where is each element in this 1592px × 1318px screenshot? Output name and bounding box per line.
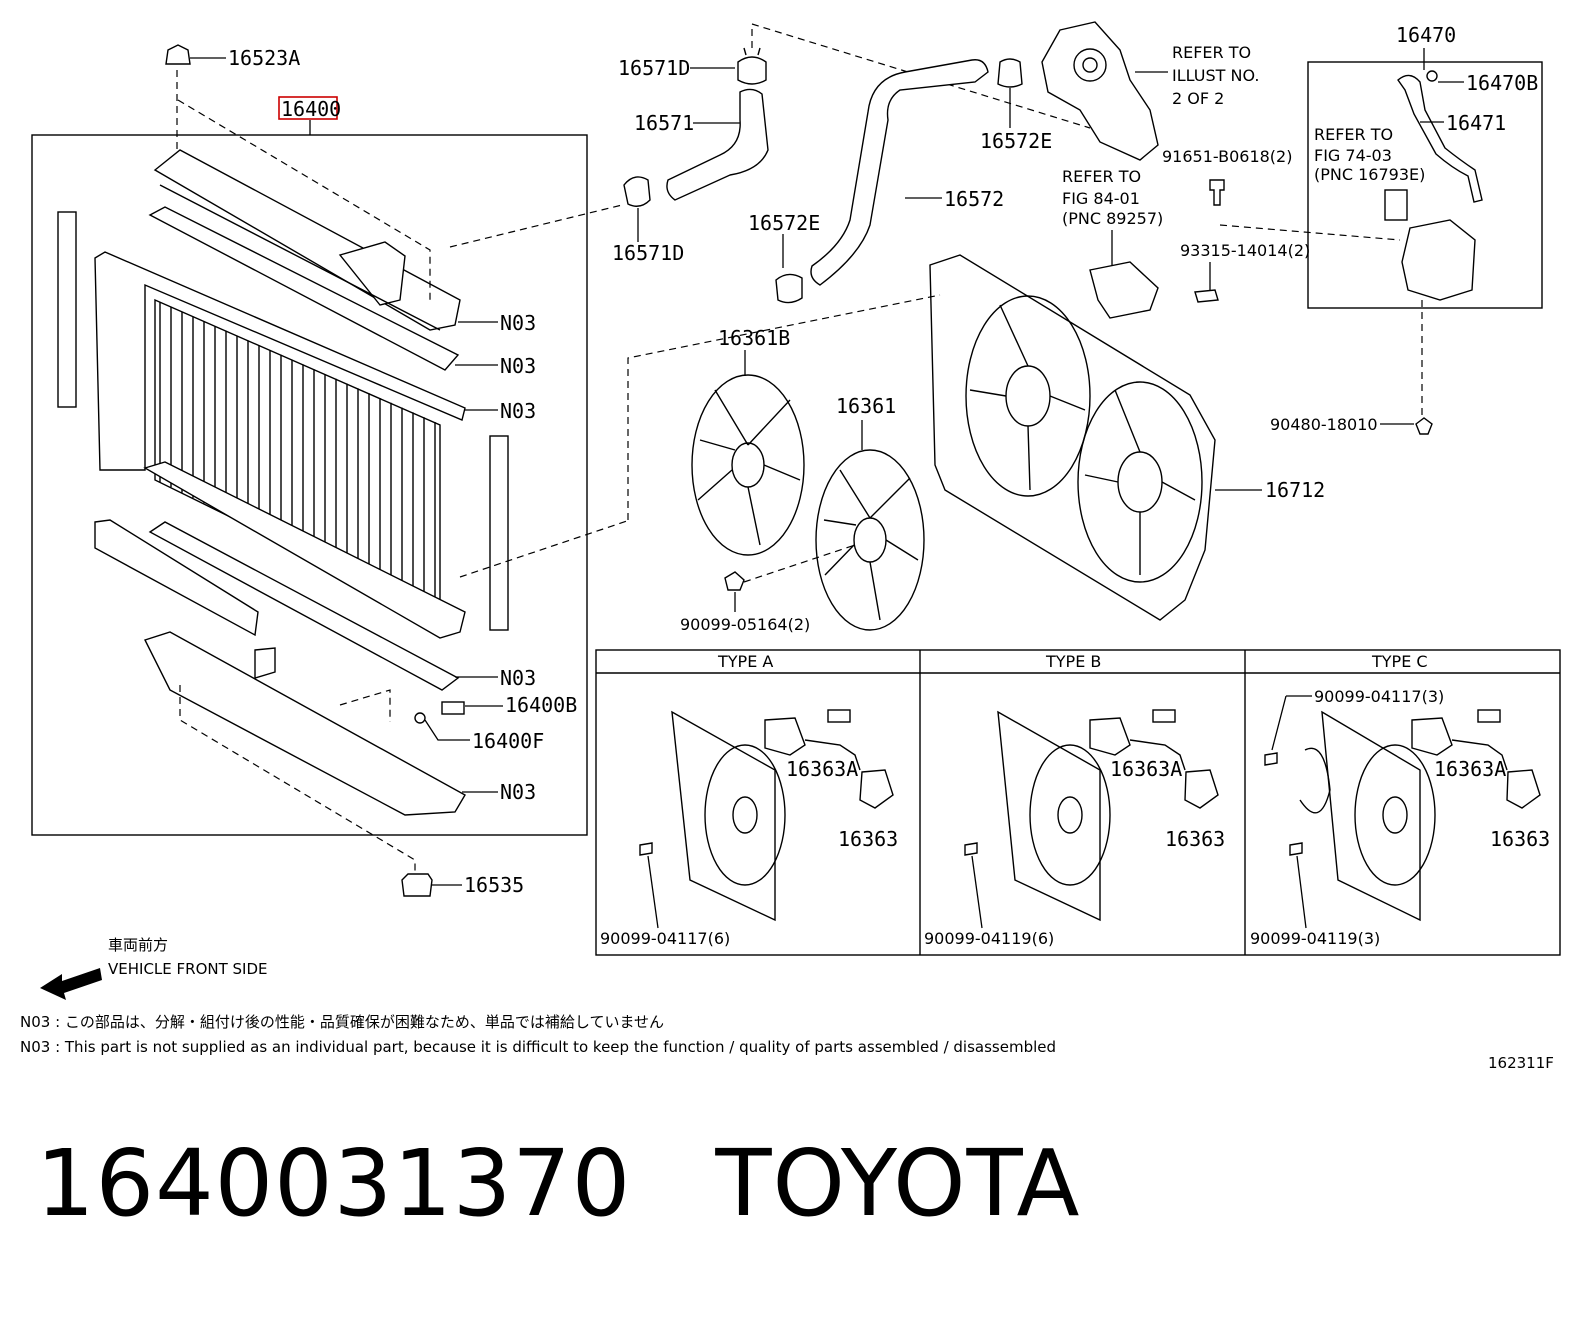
type-b-label-motor-a: 16363A (1110, 757, 1182, 781)
label-16571D-bot: 16571D (612, 241, 684, 265)
front-arrow-icon (40, 968, 102, 1000)
label-16471: 16471 (1446, 111, 1506, 135)
label-16470: 16470 (1396, 23, 1456, 47)
reservoir-cap-16470B (1426, 70, 1438, 82)
hose-clamp-bottom (623, 176, 651, 207)
front-side-en: VEHICLE FRONT SIDE (108, 960, 268, 978)
label-16400B: 16400B (505, 693, 577, 717)
label-16400F: 16400F (472, 729, 544, 753)
type-b-illustration (964, 709, 1219, 922)
fan-nut-90099-05164 (724, 571, 745, 591)
ref-fig84-line3: (PNC 89257) (1062, 209, 1163, 228)
ref-fig74-line2: FIG 74-03 (1314, 146, 1392, 165)
grommet-90480 (1415, 417, 1433, 435)
reservoir-label-plate (1384, 189, 1408, 221)
type-c-title: TYPE C (1371, 652, 1428, 671)
label-n03-2: N03 (500, 354, 536, 378)
type-a-title: TYPE A (717, 652, 773, 671)
label-16571D-top: 16571D (618, 56, 690, 80)
label-16470B: 16470B (1466, 71, 1538, 95)
type-a-label-motor: 16363 (838, 827, 898, 851)
ref-illust-line3: 2 OF 2 (1172, 89, 1224, 108)
label-n03-5: N03 (500, 780, 536, 804)
lower-seal-strip (94, 519, 259, 637)
label-16535: 16535 (464, 873, 524, 897)
drain-cock (414, 701, 465, 724)
ref-illust-line1: REFER TO (1172, 43, 1251, 62)
label-16712: 16712 (1265, 478, 1325, 502)
note-en: N03 : This part is not supplied as an in… (20, 1038, 1056, 1056)
reservoir-box (1307, 61, 1543, 309)
label-91651: 91651-B0618(2) (1162, 147, 1292, 166)
upper-cushion-16523A (165, 44, 191, 65)
reservoir-hose-16471 (1397, 74, 1483, 203)
caption-brand: TOYOTA (715, 1130, 1081, 1237)
gasket-upper (148, 206, 460, 371)
hose-clamp-16572E-top (997, 58, 1023, 88)
label-n03-4: N03 (500, 666, 536, 690)
lower-cushion-16535 (401, 873, 433, 897)
type-b-title: TYPE B (1045, 652, 1101, 671)
bolt-91651 (1209, 179, 1225, 206)
fan-16361 (815, 449, 925, 631)
coolant-reservoir-tank (1401, 219, 1476, 301)
type-c-label-motor-a: 16363A (1434, 757, 1506, 781)
label-16572E-top: 16572E (980, 129, 1052, 153)
highlight-box-16400 (278, 96, 338, 120)
type-panels (595, 649, 1561, 956)
label-16361: 16361 (836, 394, 896, 418)
ref-fig84-line1: REFER TO (1062, 167, 1141, 186)
radiator-core (94, 251, 466, 639)
note-jp: N03 : この部品は、分解・組付け後の性能・品質確保が困難なため、単品では補給… (20, 1013, 664, 1031)
illustration-code: 162311F (1488, 1054, 1554, 1072)
front-side-jp: 車両前方 (108, 936, 168, 954)
fan-shroud-16712 (929, 254, 1216, 621)
hose-clamp-top (737, 47, 767, 85)
radiator-lower-tank (144, 631, 466, 816)
label-16523A: 16523A (228, 46, 300, 70)
label-90480: 90480-18010 (1270, 415, 1378, 434)
radiator-upper-tank (153, 149, 461, 331)
ref-illust-line2: ILLUST NO. (1172, 66, 1259, 85)
type-a-label-motor-a: 16363A (786, 757, 858, 781)
gasket-lower (148, 521, 460, 691)
caption-part-number: 1640031370 (36, 1130, 632, 1237)
type-a-label-bolt: 90099-04117(6) (600, 929, 730, 948)
type-c-label-motor: 16363 (1490, 827, 1550, 851)
bolt-93315 (1194, 289, 1219, 303)
type-b-label-motor: 16363 (1165, 827, 1225, 851)
type-c-label-bolt: 90099-04119(3) (1250, 929, 1380, 948)
label-90099-05164: 90099-05164(2) (680, 615, 810, 634)
ref-fig84-line2: FIG 84-01 (1062, 189, 1140, 208)
parts-diagram: 16523A 16400 N03 N03 N03 N03 16400B 1640… (20, 21, 1561, 1072)
label-n03-3: N03 (500, 399, 536, 423)
label-16400: 16400 (281, 97, 341, 121)
type-c-label-screw: 90099-04117(3) (1314, 687, 1444, 706)
label-16572E-mid: 16572E (748, 211, 820, 235)
radiator-inlet-hose-16571 (666, 88, 769, 201)
ref-fig74-line1: REFER TO (1314, 125, 1393, 144)
type-a-illustration (639, 709, 894, 922)
water-outlet-housing (1041, 21, 1159, 161)
side-seal-right (489, 435, 509, 631)
label-93315: 93315-14014(2) (1180, 241, 1310, 260)
label-n03-1: N03 (500, 311, 536, 335)
type-c-illustration (1264, 709, 1541, 922)
hose-clamp-16572E-mid (775, 273, 803, 304)
ref-fig74-line3: (PNC 16793E) (1314, 165, 1425, 184)
fan-controller (1089, 261, 1159, 319)
label-16571: 16571 (634, 111, 694, 135)
type-b-label-bolt: 90099-04119(6) (924, 929, 1054, 948)
side-seal-left (57, 211, 77, 408)
fan-16361B (691, 374, 805, 556)
label-16572: 16572 (944, 187, 1004, 211)
radiator-outlet-hose-16572 (810, 59, 989, 286)
